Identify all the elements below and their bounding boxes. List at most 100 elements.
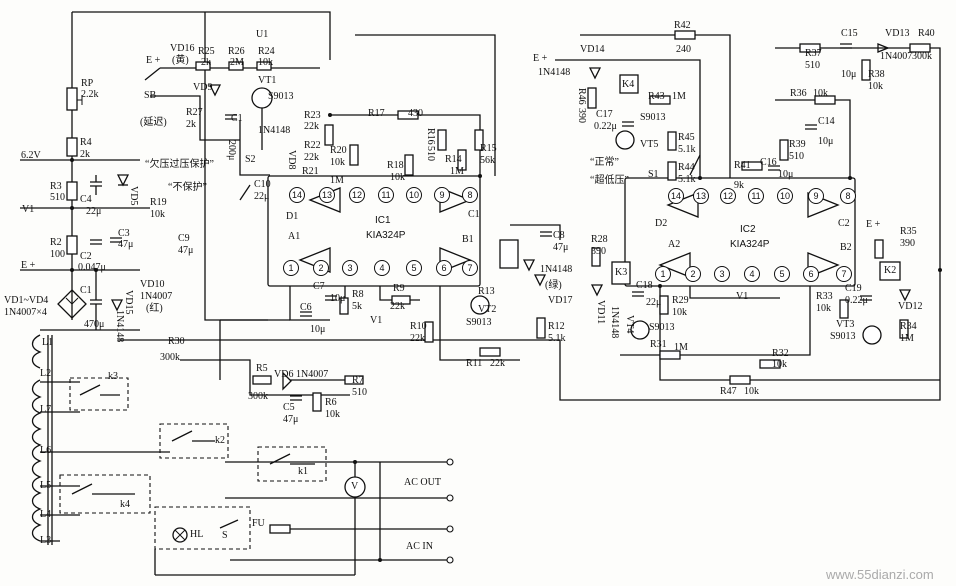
r23-label: R23 bbox=[304, 110, 321, 121]
ic1-pin: 5 bbox=[406, 260, 422, 276]
s9013-label: S9013 bbox=[640, 112, 666, 123]
s9013-label: S9013 bbox=[830, 331, 856, 342]
ic1-pin: 4 bbox=[374, 260, 390, 276]
c8-value: 47μ bbox=[553, 242, 569, 253]
c18-label: C18 bbox=[636, 280, 653, 291]
r12-value: 5.1k bbox=[548, 333, 566, 344]
v1-label: V1 bbox=[370, 315, 383, 326]
r47-value: 10k bbox=[744, 386, 759, 397]
r33-value: 10k bbox=[816, 303, 831, 314]
l4-label: L4 bbox=[40, 509, 52, 520]
c17-label: C17 bbox=[596, 109, 613, 120]
vd16-label: VD16 bbox=[170, 43, 195, 54]
c17-value: 0.22μ bbox=[594, 121, 617, 132]
r24-value: 10k bbox=[258, 57, 273, 68]
c16-label: C16 bbox=[760, 157, 777, 168]
ic2-pin: 7 bbox=[836, 266, 852, 282]
vd11-label: VD11 bbox=[595, 300, 606, 325]
c10-value: 22μ bbox=[254, 191, 270, 202]
vt4-label: VT4 bbox=[624, 315, 635, 334]
r4-value: 2k bbox=[80, 149, 90, 160]
r23-value: 22k bbox=[304, 121, 319, 132]
ic1-part-number: KIA324P bbox=[366, 230, 406, 241]
voltage-62-label: 6.2V bbox=[21, 150, 41, 161]
r40-value: 300k bbox=[912, 51, 932, 62]
v1-label: V1 bbox=[736, 291, 749, 302]
c14-label: C14 bbox=[818, 116, 835, 127]
n4007-label: 1N4007 bbox=[880, 51, 913, 62]
ic2-pin: 8 bbox=[840, 188, 856, 204]
r12-label: R12 bbox=[548, 321, 565, 332]
vt5-label: VT5 bbox=[640, 139, 659, 150]
r33-label: R33 bbox=[816, 291, 833, 302]
r11-value: 22k bbox=[490, 358, 505, 369]
r16-label: R16 bbox=[425, 128, 436, 145]
vd1-vd4-label: VD1~VD4 bbox=[4, 295, 49, 306]
ic2-pin: 13 bbox=[693, 188, 709, 204]
r10-value: 22k bbox=[410, 333, 425, 344]
eplus-label: E + bbox=[533, 53, 548, 64]
s-switch-label: S bbox=[222, 530, 228, 541]
vt3-label: VT3 bbox=[836, 319, 855, 330]
r28-label: R28 bbox=[591, 234, 608, 245]
normal-label: “正常” bbox=[590, 157, 619, 168]
ic2-pin: 11 bbox=[748, 188, 764, 204]
k3-coil-label: K3 bbox=[615, 267, 628, 278]
voltmeter-label: V bbox=[351, 481, 359, 492]
ic1-pin: 14 bbox=[289, 187, 305, 203]
r22-value: 22k bbox=[304, 152, 319, 163]
c19-label: C19 bbox=[845, 283, 862, 294]
r41-value: 9k bbox=[734, 180, 744, 191]
r43-label: R43 bbox=[648, 91, 665, 102]
r17-label: R17 bbox=[368, 108, 385, 119]
s9013-label: S9013 bbox=[466, 317, 492, 328]
r28-value: 390 bbox=[591, 246, 606, 257]
n4148-label: 1N4148 bbox=[540, 264, 573, 275]
r6-label: R6 bbox=[325, 397, 337, 408]
c4-value: 22μ bbox=[86, 206, 102, 217]
r26-value: 2M bbox=[230, 57, 244, 68]
a2-label: A2 bbox=[668, 239, 681, 250]
k1-contact-label: k1 bbox=[298, 466, 308, 477]
ic2-block bbox=[555, 30, 941, 385]
ic2-label: IC2 bbox=[740, 224, 756, 235]
r46-label: R46 bbox=[576, 88, 587, 105]
vd10-color-label: (红) bbox=[146, 303, 163, 314]
ic1-pin: 7 bbox=[462, 260, 478, 276]
c19-value: 0.22μ bbox=[845, 295, 868, 306]
r42-label: R42 bbox=[674, 20, 691, 31]
r41-label: R41 bbox=[734, 160, 751, 171]
l6-label: L6 bbox=[40, 445, 52, 456]
delay-label: (延迟) bbox=[140, 117, 167, 128]
r29-label: R29 bbox=[672, 295, 689, 306]
ic1-pin: 10 bbox=[406, 187, 422, 203]
n4007-label: 1N4007 bbox=[140, 291, 173, 302]
vd14-label: VD14 bbox=[580, 44, 605, 55]
r36-label: R36 bbox=[790, 88, 807, 99]
r39-value: 510 bbox=[789, 151, 804, 162]
r45-label: R45 bbox=[678, 132, 695, 143]
ic1-pin: 2 bbox=[313, 260, 329, 276]
c16-value: 10μ bbox=[778, 169, 794, 180]
r24-label: R24 bbox=[258, 46, 275, 57]
vd15-label: VD15 bbox=[123, 290, 134, 315]
r21-label: R21 bbox=[302, 166, 319, 177]
r34-value: 1M bbox=[900, 333, 914, 344]
n4007-label: 1N4007 bbox=[296, 369, 329, 380]
r11-label: R11 bbox=[466, 358, 483, 369]
d2-label: D2 bbox=[655, 218, 668, 229]
s1-label: S1 bbox=[648, 169, 659, 180]
n4007x4-label: 1N4007×4 bbox=[4, 307, 47, 318]
r7-value: 510 bbox=[352, 387, 367, 398]
r21-value: 1M bbox=[330, 175, 344, 186]
r13-label: R13 bbox=[478, 286, 495, 297]
ic1-pin: 6 bbox=[436, 260, 452, 276]
c6-label: C6 bbox=[300, 302, 312, 313]
r8-value: 5k bbox=[352, 301, 362, 312]
b1-label: B1 bbox=[462, 234, 474, 245]
vd10-label: VD10 bbox=[140, 279, 165, 290]
c9-value: 47μ bbox=[178, 245, 194, 256]
ic1-pin: 1 bbox=[283, 260, 299, 276]
r18-label: R18 bbox=[387, 160, 404, 171]
